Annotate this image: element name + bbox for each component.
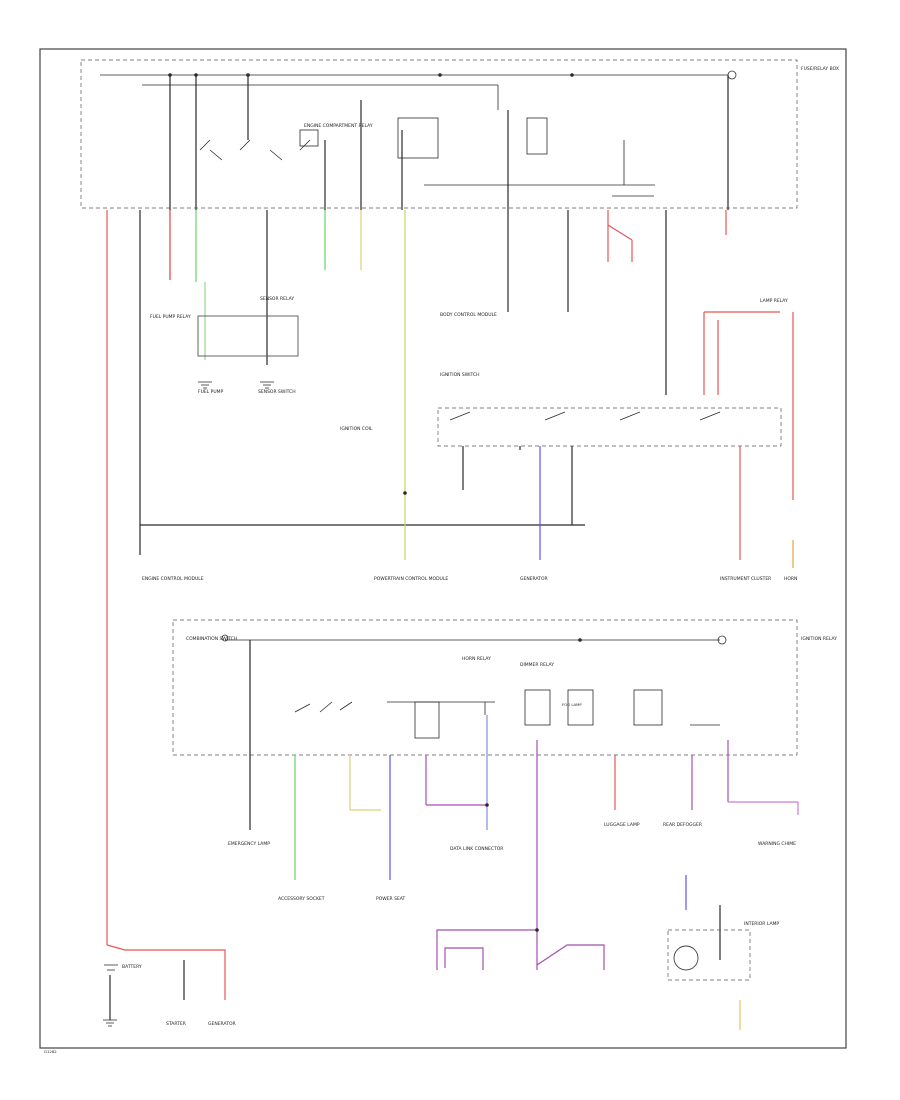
svg-text:LUGGAGE LAMP: LUGGAGE LAMP [604, 822, 640, 828]
svg-text:DATA LINK CONNECTOR: DATA LINK CONNECTOR [450, 846, 503, 852]
fuse-box-label: FUSE/RELAY BOX [801, 66, 839, 72]
interior-fuse-box [172, 619, 798, 756]
relay-coil-2 [397, 117, 439, 159]
svg-text:IGNITION RELAY: IGNITION RELAY [801, 636, 837, 642]
svg-text:INTERIOR LAMP: INTERIOR LAMP [744, 921, 779, 927]
svg-text:DIMMER RELAY: DIMMER RELAY [520, 662, 554, 668]
svg-text:IGNITION COIL: IGNITION COIL [340, 426, 373, 432]
power-feed-node [727, 70, 737, 80]
svg-text:COMBINATION SWITCH: COMBINATION SWITCH [186, 636, 237, 642]
relay-block [526, 117, 548, 155]
fuel-pump-label: FUEL PUMP [198, 389, 224, 395]
generator-label: GENERATOR [208, 1021, 236, 1027]
svg-text:ACCESSORY SOCKET: ACCESSORY SOCKET [278, 896, 325, 902]
battery-symbol [104, 964, 118, 971]
svg-text:FOG LAMP: FOG LAMP [562, 702, 582, 707]
svg-text:FUEL PUMP RELAY: FUEL PUMP RELAY [150, 314, 191, 320]
relay-label-top: ENGINE COMPARTMENT RELAY [304, 123, 373, 129]
svg-text:HORN RELAY: HORN RELAY [462, 656, 491, 662]
starter-label: STARTER [166, 1021, 186, 1027]
engine-ctrl-label: ENGINE CONTROL MODULE [142, 576, 204, 582]
svg-text:REAR DEFOGGER: REAR DEFOGGER [663, 822, 702, 828]
ignition-switch [437, 407, 782, 447]
svg-text:EMERGENCY LAMP: EMERGENCY LAMP [228, 841, 270, 847]
svg-text:IGNITION SWITCH: IGNITION SWITCH [440, 372, 480, 378]
generator-top-label: GENERATOR [520, 576, 548, 582]
horn-label: HORN [784, 576, 797, 582]
svg-text:WARNING CHIME: WARNING CHIME [758, 841, 796, 847]
relay-coil-1 [299, 129, 319, 147]
svg-text:SENSOR RELAY: SENSOR RELAY [260, 296, 294, 302]
underhood-fuse-box [80, 59, 798, 209]
diagram-code: G1282 [44, 1049, 57, 1054]
lamp-bulb [673, 945, 699, 971]
svg-text:POWER SEAT: POWER SEAT [376, 896, 406, 902]
sensor-switch-label: SENSOR SWITCH [258, 389, 296, 395]
battery-label: BATTERY [122, 964, 142, 970]
diagram-frame [39, 48, 847, 1049]
powertrain-ecu-label: POWERTRAIN CONTROL MODULE [374, 576, 448, 582]
lamp-relay-label: LAMP RELAY [760, 298, 788, 304]
relay-contact-1 [199, 139, 311, 161]
fuel-pump-relay [197, 315, 299, 357]
svg-text:BODY CONTROL MODULE: BODY CONTROL MODULE [440, 312, 497, 318]
instrument-cluster-label: INSTRUMENT CLUSTER [720, 576, 771, 582]
